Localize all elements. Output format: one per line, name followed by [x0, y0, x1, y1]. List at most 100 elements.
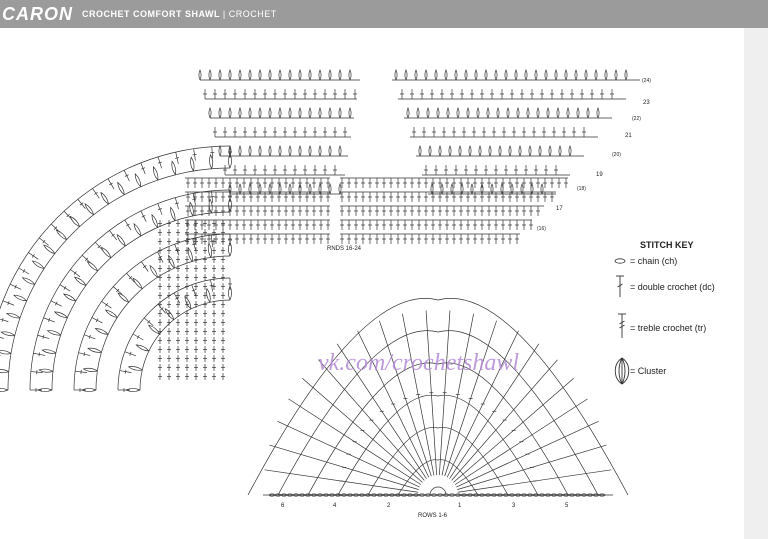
stitch-mark [55, 301, 58, 306]
stitch-key-title: STITCH KEY [640, 240, 694, 250]
stitch-mark [125, 223, 130, 227]
stitch-mark [141, 167, 146, 170]
chain-mark [305, 493, 311, 497]
chain-mark [503, 493, 509, 497]
stitch-mark [95, 318, 99, 323]
cluster-mark [13, 294, 27, 302]
cluster-mark [0, 350, 12, 355]
cluster-mark [474, 69, 478, 81]
watermark: vk.com/crochetshawl [318, 350, 520, 376]
stitch-mark [147, 320, 151, 324]
cluster-mark [450, 183, 454, 195]
cluster-mark [170, 206, 176, 221]
page-edge [744, 28, 768, 539]
cluster-mark [496, 107, 500, 119]
chain-mark [485, 493, 491, 497]
cluster-mark [100, 246, 112, 259]
cluster-mark [104, 309, 118, 318]
chain-mark [329, 493, 335, 497]
chain-mark [335, 493, 341, 497]
cluster-mark [278, 183, 282, 195]
chain-mark [353, 493, 359, 497]
row-label-4: 4 [333, 503, 337, 509]
chain-mark [293, 493, 299, 497]
stitch-mark [85, 257, 89, 262]
cluster-mark [84, 203, 94, 216]
cluster-mark [460, 183, 464, 195]
page-header: CARON CROCHET COMFORT SHAWL | CROCHET [0, 0, 768, 28]
cluster-mark [218, 145, 222, 157]
stitch-mark [116, 288, 120, 293]
chain-mark [437, 493, 443, 497]
cluster-mark [536, 107, 540, 119]
round-label-17: 17 [556, 206, 563, 212]
pattern-category: CROCHET [228, 9, 277, 19]
cluster-mark [31, 260, 45, 269]
stitch-mark [175, 157, 180, 159]
chain-mark [281, 493, 287, 497]
stitch-mark [97, 245, 102, 249]
chain-mark [479, 493, 485, 497]
cluster-mark [328, 183, 332, 195]
chain-mark [557, 493, 563, 497]
cluster-mark [594, 69, 598, 81]
stitch-mark [88, 334, 91, 339]
cluster-mark [258, 69, 262, 81]
row-label-1: 1 [458, 503, 462, 509]
cluster-mark [0, 331, 16, 337]
cluster-mark [418, 145, 422, 157]
stitch-mark [174, 202, 179, 205]
row-curve [277, 330, 599, 496]
stitch-mark [209, 284, 214, 287]
round-label-19: 19 [596, 172, 603, 178]
cluster-mark [498, 145, 502, 157]
chain-mark [383, 493, 389, 497]
center-ring [429, 486, 447, 496]
stitch-mark [22, 269, 26, 273]
cluster-mark [117, 181, 125, 196]
chain-mark [371, 493, 377, 497]
round-arc [0, 145, 231, 310]
cluster-mark [596, 107, 600, 119]
cluster-mark [456, 107, 460, 119]
cluster-mark [62, 293, 77, 302]
chain-mark [539, 493, 545, 497]
cluster-mark [558, 145, 562, 157]
cluster-mark [568, 145, 572, 157]
cluster-mark [268, 69, 272, 81]
stitch-key-chain: = chain (ch) [630, 256, 678, 266]
stitch-mark [129, 351, 132, 356]
cluster-mark [228, 107, 232, 119]
cluster-mark [5, 312, 21, 319]
stitch-key-treble-crochet: = treble crochet (tr) [630, 323, 707, 333]
cluster-mark [38, 368, 54, 373]
cluster-mark [308, 107, 312, 119]
cluster-mark [416, 107, 420, 119]
chain-mark [365, 493, 371, 497]
cluster-mark [148, 324, 160, 335]
pattern-title: CROCHET COMFORT SHAWL | CROCHET [82, 9, 277, 19]
chain-mark [287, 493, 293, 497]
round-label-22: (22) [632, 116, 641, 122]
cluster-mark [546, 107, 550, 119]
cluster-mark [534, 69, 538, 81]
cluster-mark [500, 183, 504, 195]
cluster-mark [524, 69, 528, 81]
stitch-mark [136, 335, 140, 339]
cluster-mark [470, 183, 474, 195]
cluster-mark [288, 107, 292, 119]
stitch-key-double-crochet: = double crochet (dc) [630, 282, 715, 292]
cluster-mark [132, 277, 143, 290]
round-arc [29, 189, 231, 391]
cluster-mark [82, 367, 98, 372]
cluster-mark [238, 145, 242, 157]
chain-mark [467, 493, 473, 497]
cluster-mark [504, 69, 508, 81]
cluster-mark [238, 69, 242, 81]
cluster-mark [454, 69, 458, 81]
stitch-mark [141, 215, 146, 218]
cluster-mark [508, 145, 512, 157]
chain-mark [269, 493, 275, 497]
cluster-mark [21, 277, 36, 285]
